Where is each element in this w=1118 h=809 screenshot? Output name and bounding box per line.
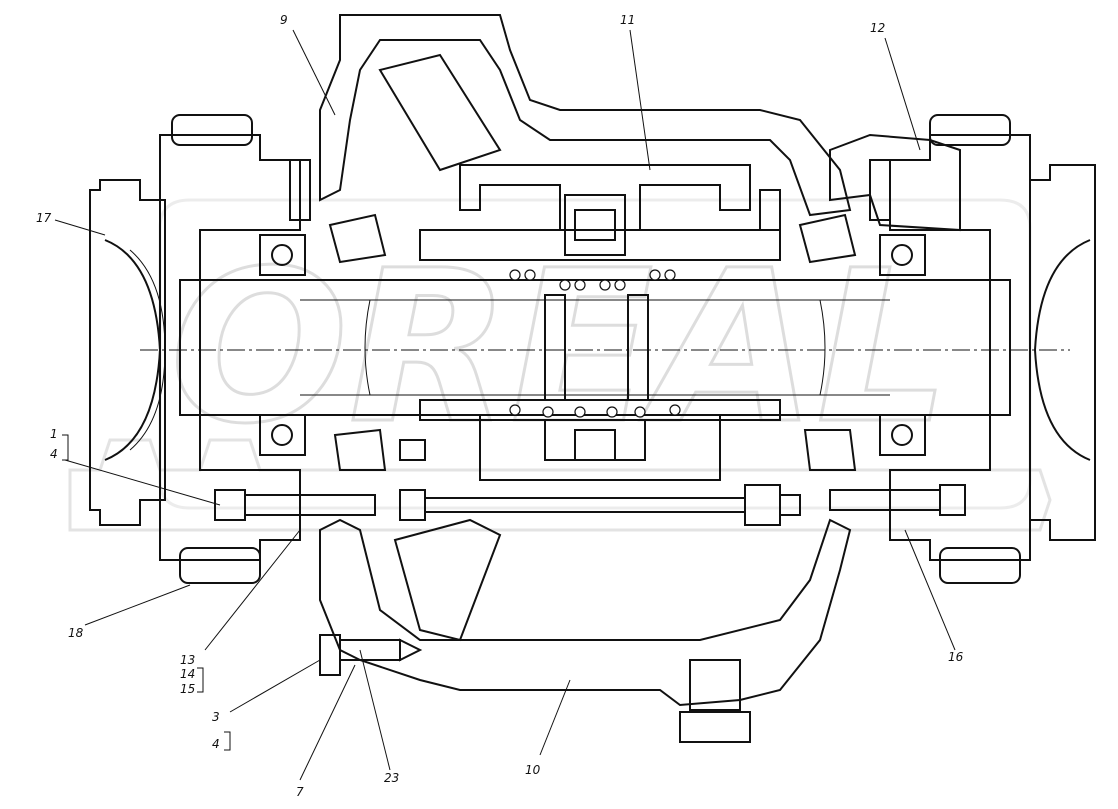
- bearings: [259, 213, 926, 471]
- callout-7: 7: [296, 785, 304, 799]
- callout-3: 3: [212, 710, 220, 724]
- callout-9: 9: [280, 13, 288, 27]
- wheels: [171, 114, 1021, 584]
- watermark-text: OREAL: [170, 225, 950, 470]
- callout-4-lower: 4: [212, 737, 220, 751]
- callout-10: 10: [525, 763, 541, 777]
- bolts: [214, 189, 966, 676]
- lower-housing-10: [319, 518, 852, 743]
- callout-11: 11: [620, 13, 635, 27]
- callout-12: 12: [870, 21, 885, 35]
- callout-4-upper: 4: [50, 447, 58, 461]
- callout-1: 1: [50, 427, 58, 441]
- center-clutch-11: [419, 164, 781, 481]
- callout-13: 13: [180, 653, 195, 667]
- callout-15: 15: [180, 682, 195, 696]
- callout-18: 18: [68, 626, 84, 640]
- callout-14: 14: [180, 667, 195, 681]
- callout-labels: 1 4 3 4 7 9 10 11 12 13 14 15 16 17 18 2…: [36, 13, 964, 799]
- leader-lines: [54, 29, 956, 781]
- callout-16: 16: [948, 650, 964, 664]
- upper-housing-12: [829, 133, 961, 232]
- callout-23: 23: [384, 771, 399, 785]
- callout-17: 17: [36, 211, 52, 225]
